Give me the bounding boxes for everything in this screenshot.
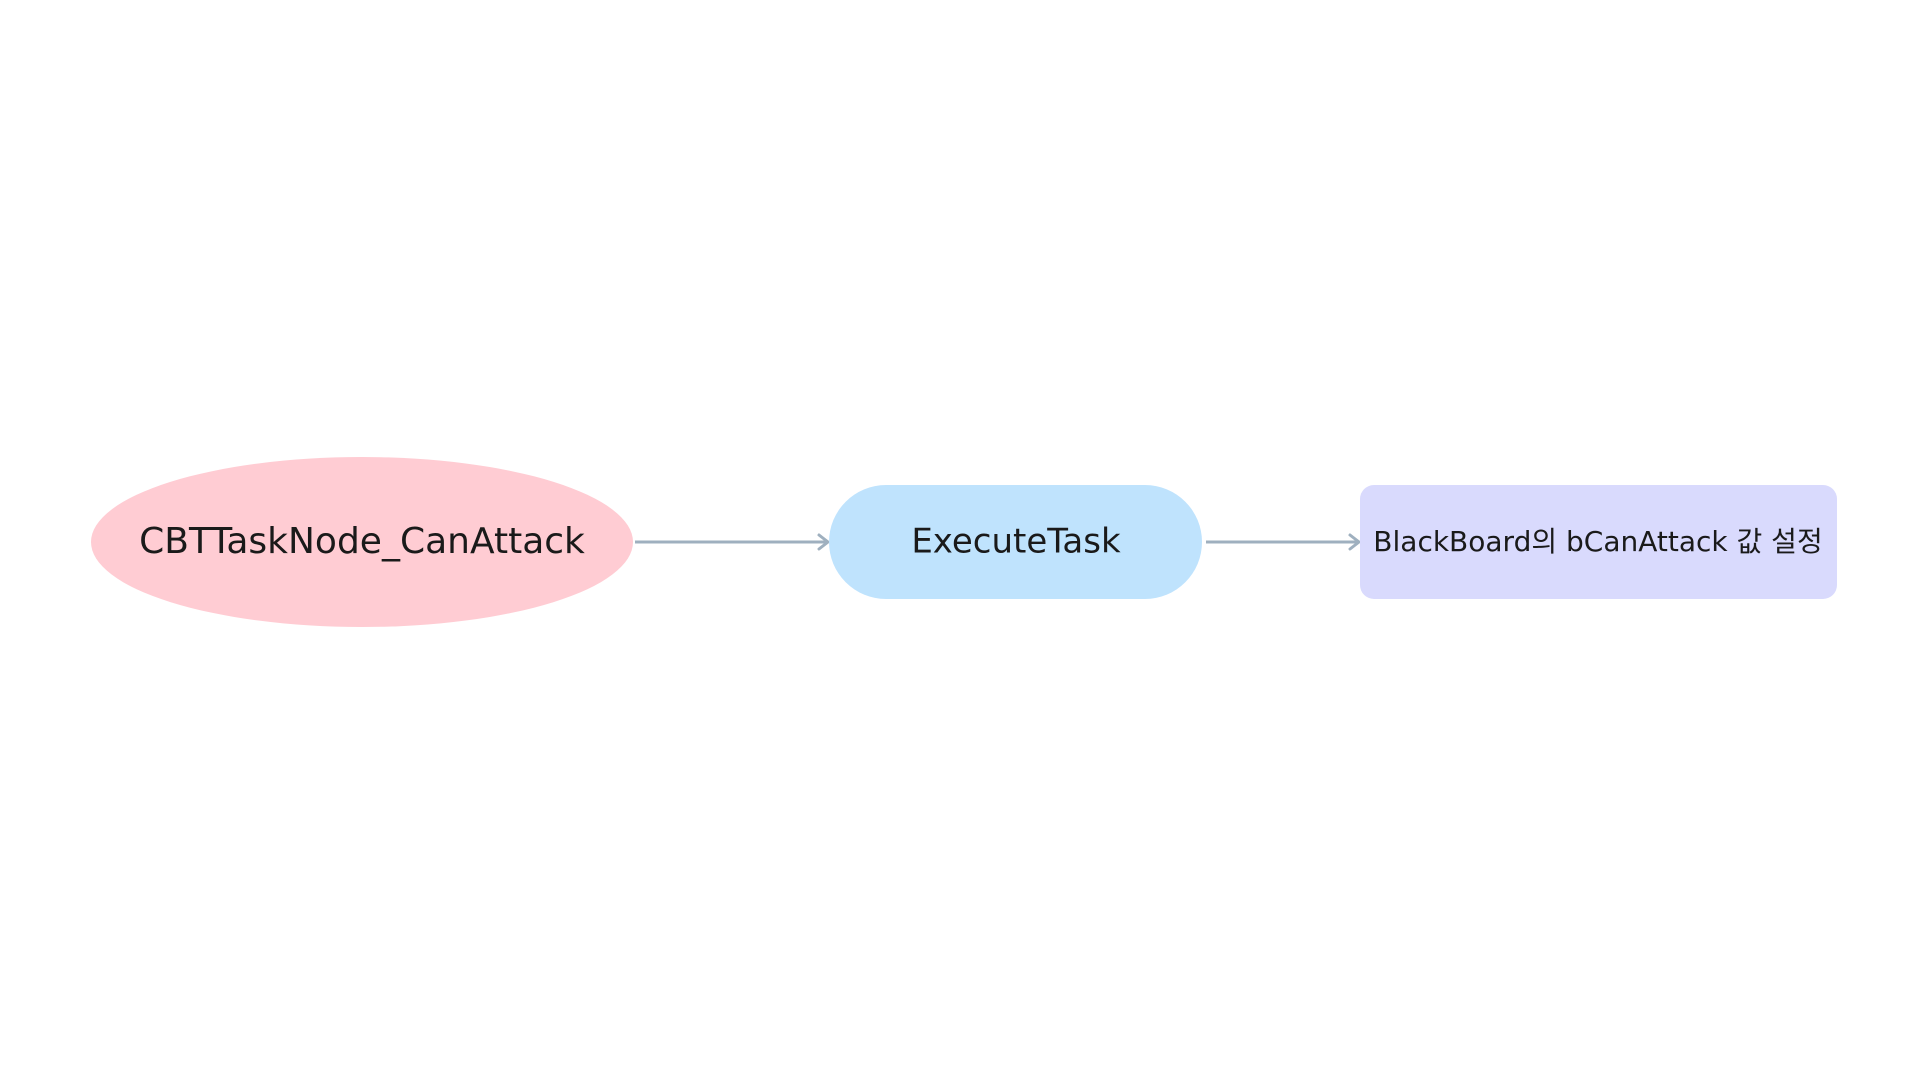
class-node-label: CBTTaskNode_CanAttack — [139, 521, 585, 562]
function-node-shape — [829, 485, 1202, 599]
edge-class-to-function — [635, 533, 830, 551]
arrowhead-icon — [1348, 533, 1361, 551]
arrowhead-icon — [817, 533, 830, 551]
action-node-label: BlackBoard의 bCanAttack 값 설정 — [1373, 525, 1822, 558]
action-node-shape — [1360, 485, 1837, 599]
action-node[interactable]: BlackBoard의 bCanAttack 값 설정 — [1360, 485, 1837, 599]
class-node-shape — [91, 457, 633, 627]
edge-function-to-action — [1206, 533, 1361, 551]
function-node-label: ExecuteTask — [911, 522, 1121, 562]
function-node[interactable]: ExecuteTask — [829, 485, 1202, 599]
class-node[interactable]: CBTTaskNode_CanAttack — [91, 457, 633, 627]
